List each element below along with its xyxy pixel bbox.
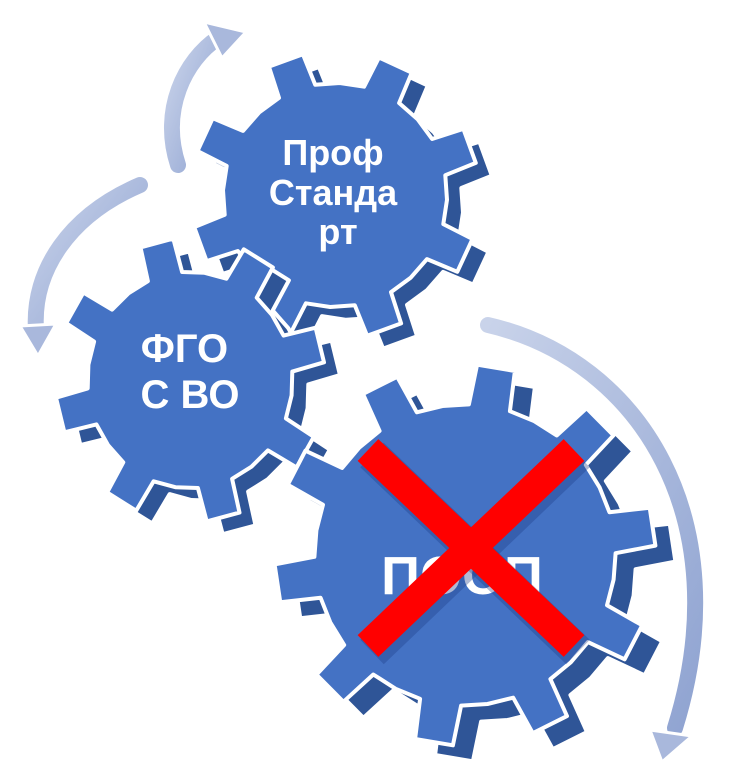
gear-prof-label-line-2: Станда: [269, 172, 398, 213]
gear-prof-label-line-3: рт: [318, 211, 357, 252]
gear-fgos-label-line-2: С ВО: [140, 373, 239, 417]
gear-prof-label-line-1: Проф: [282, 132, 383, 173]
gear-fgos-label-line-1: ФГО: [141, 327, 228, 371]
